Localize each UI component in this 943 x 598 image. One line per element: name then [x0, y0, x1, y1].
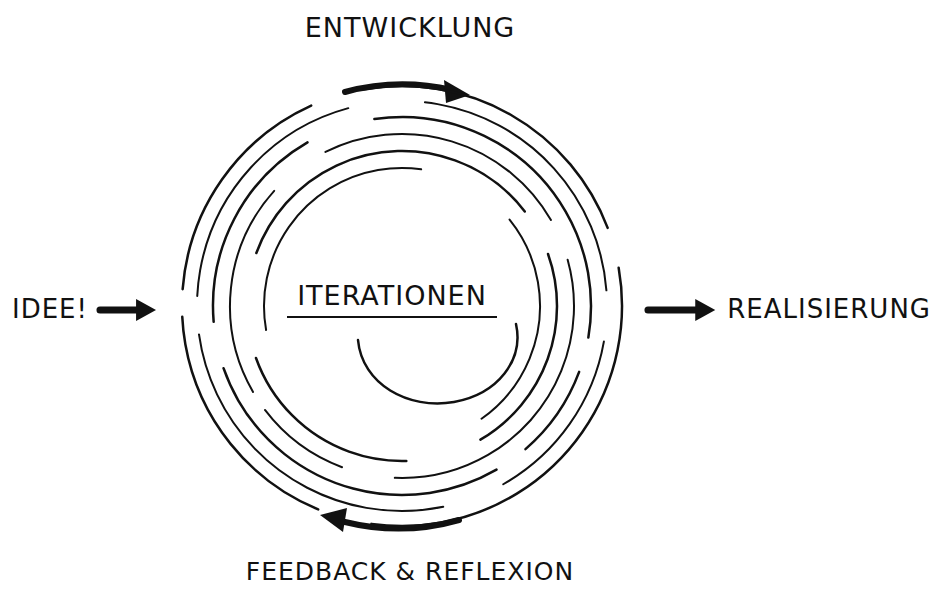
cycle-arrowhead: [320, 508, 347, 532]
spiral-ring: [242, 146, 562, 466]
phase-label: ENTWICKLUNG: [305, 12, 516, 43]
iteration-circle: ITERATIONEN: [180, 84, 624, 528]
spiral-ring: [180, 84, 624, 528]
inner-spiral: [358, 324, 517, 403]
spiral-ring: [203, 107, 600, 504]
node-text: ITERATIONEN: [297, 280, 487, 311]
spiral-ring: [180, 84, 624, 528]
node-text: REALISIERUNG: [727, 295, 931, 325]
flow-arrow: [648, 299, 715, 321]
title-underline: [287, 316, 497, 318]
phase-label: FEEDBACK & REFLEXION: [246, 558, 574, 587]
end-text: REALISIERUNG: [723, 293, 935, 327]
node-text: IDEE!: [12, 295, 88, 325]
flow-arrow: [100, 299, 156, 321]
start-text: IDEE!: [8, 293, 92, 327]
spiral-ring: [180, 84, 624, 528]
spiral-ring: [180, 84, 624, 528]
